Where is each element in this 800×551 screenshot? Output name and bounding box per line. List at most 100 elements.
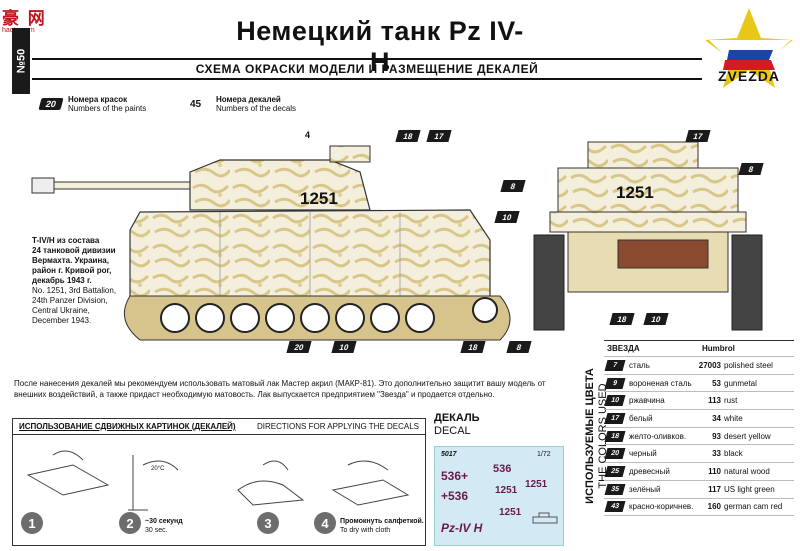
col-humbrol: Humbrol: [702, 344, 735, 353]
paint-name-ru: желто-оливков.: [629, 431, 687, 441]
colors-used-label: ИСПОЛЬЗУЕМЫЕ ЦВЕТА THE COLORS USED: [566, 340, 609, 540]
paint-name-en: german cam red: [724, 502, 783, 512]
brand-name: ZVEZDA: [718, 68, 780, 84]
paint-name-en: gunmetal: [724, 378, 757, 388]
directions-box: ИСПОЛЬЗОВАНИЕ СДВИЖНЫХ КАРТИНОК (ДЕКАЛЕЙ…: [12, 418, 426, 546]
paint-number-badge: 35: [604, 483, 626, 495]
paint-num-cell: 9: [604, 377, 626, 389]
tank-rear-view: 1251: [533, 141, 763, 331]
step-2-temp: 20°C: [151, 466, 165, 472]
legend-decals-en: Numbers of the decals: [216, 104, 297, 113]
caption-en-line: December 1943.: [32, 316, 92, 325]
directions-header: ИСПОЛЬЗОВАНИЕ СДВИЖНЫХ КАРТИНОК (ДЕКАЛЕЙ…: [13, 419, 425, 435]
callout-paint: 8: [738, 163, 764, 175]
decal-item: 536+: [441, 469, 469, 483]
step-2-ru: ~30 секунд: [145, 518, 183, 525]
paint-name-en: natural wood: [724, 466, 770, 476]
decal-item: +536: [441, 489, 469, 503]
tank-silhouette-icon: [532, 512, 558, 524]
step-2-en: 30 sec.: [145, 527, 168, 534]
callout-paint: 17: [685, 130, 711, 142]
caption-en-line: No. 1251, 3rd Battalion,: [32, 286, 117, 295]
callout-paint: 18: [460, 341, 486, 353]
decal-sheet-number: 5017: [441, 451, 457, 458]
legend-paints-ru: Номера красок: [68, 95, 128, 104]
decal-sheet: 5017 1/72 536+ 536 +536 1251 1251 1251 P…: [434, 446, 564, 546]
caption-ru-line: 24 танковой дивизии: [32, 246, 116, 255]
humbrol-number: 34: [712, 413, 721, 423]
paint-name-en: US light green: [724, 484, 775, 494]
decal-title-en: DECAL: [434, 425, 471, 437]
paint-name-ru: вороненая сталь: [629, 378, 692, 388]
decal-title: ДЕКАЛЬ DECAL: [434, 412, 480, 438]
paint-name-ru: древесный: [629, 466, 670, 476]
paint-num-cell: 17: [604, 412, 626, 424]
paint-number-badge: 7: [604, 359, 626, 371]
legend-decals-ru: Номера декалей: [216, 95, 281, 104]
humbrol-number: 113: [708, 396, 721, 406]
decal-item: 536: [493, 463, 512, 475]
subtitle-band: СХЕМА ОКРАСКИ МОДЕЛИ И РАЗМЕЩЕНИЕ ДЕКАЛЕ…: [32, 58, 702, 80]
callout-paint: 17: [426, 130, 452, 142]
paint-name-en: rust: [724, 396, 738, 406]
callout-paint: 8: [500, 180, 526, 192]
rear-tank-number: 1251: [616, 183, 654, 202]
caption: T-IV/H из состава 24 танковой дивизии Ве…: [32, 236, 134, 326]
callout-decal-4: 4: [305, 130, 311, 140]
humbrol-number: 93: [712, 431, 721, 441]
step-4-en: To dry with cloth: [340, 527, 391, 534]
callout-paint: 10: [643, 313, 669, 325]
paint-name-ru: сталь: [629, 360, 650, 370]
page-subtitle: СХЕМА ОКРАСКИ МОДЕЛИ И РАЗМЕЩЕНИЕ ДЕКАЛЕ…: [195, 62, 539, 76]
step-4-badge: 4: [314, 512, 336, 534]
decal-number: 45: [190, 98, 202, 110]
step-2-badge: 2: [119, 512, 141, 534]
paint-number-badge: 10: [604, 395, 626, 407]
humbrol-number: 160: [707, 502, 721, 512]
step-4-ru: Промокнуть салфеткой.: [340, 518, 424, 525]
paint-name-ru: ржавчина: [629, 396, 665, 406]
decal-model-name: Pz-IV H: [441, 521, 483, 535]
varnish-note: После нанесения декалей мы рекомендуем и…: [14, 379, 546, 399]
paint-name-en: white: [724, 413, 743, 423]
step-4-caption: Промокнуть салфеткой. To dry with cloth: [340, 517, 424, 535]
paint-num-cell: 20: [604, 448, 626, 460]
paint-number-badge: 43: [604, 501, 626, 513]
paint-num-cell: 10: [604, 395, 626, 407]
tank-side-view: 1251: [31, 145, 511, 341]
zvezda-star-icon: [705, 8, 793, 88]
paint-name-ru: красно-коричнев.: [629, 502, 694, 512]
caption-ru-line: декабрь 1943 г.: [32, 276, 92, 285]
paint-name-en: black: [724, 449, 743, 459]
side-tab-text: №50: [15, 48, 27, 74]
paint-name-en: desert yellow: [724, 431, 771, 441]
page-title: Немецкий танк Pz IV-H: [236, 16, 524, 77]
decal-title-ru: ДЕКАЛЬ: [434, 412, 480, 424]
colors-table-header: ЗВЕЗДА Humbrol: [604, 341, 794, 357]
step-1-badge: 1: [21, 512, 43, 534]
legend-paints: 20 Номера красок Numbers of the paints: [38, 95, 146, 113]
directions-title-ru: ИСПОЛЬЗОВАНИЕ СДВИЖНЫХ КАРТИНОК (ДЕКАЛЕЙ…: [19, 422, 236, 431]
paint-num-cell: 18: [604, 430, 626, 442]
side-tab: №50: [12, 28, 30, 94]
col-zvezda: ЗВЕЗДА: [607, 344, 640, 353]
callout-paint: 20: [286, 341, 312, 353]
callout-paint: 10: [331, 341, 357, 353]
paint-name-ru: черный: [629, 449, 657, 459]
caption-en-line: Central Ukraine,: [32, 306, 90, 315]
legend-decals: 45 Номера декалей Numbers of the decals: [190, 95, 296, 113]
callout-paint: 18: [395, 130, 421, 142]
paint-number-badge: 20: [38, 98, 64, 110]
caption-en-line: 24th Panzer Division,: [32, 296, 108, 305]
paint-num-cell: 35: [604, 483, 626, 495]
